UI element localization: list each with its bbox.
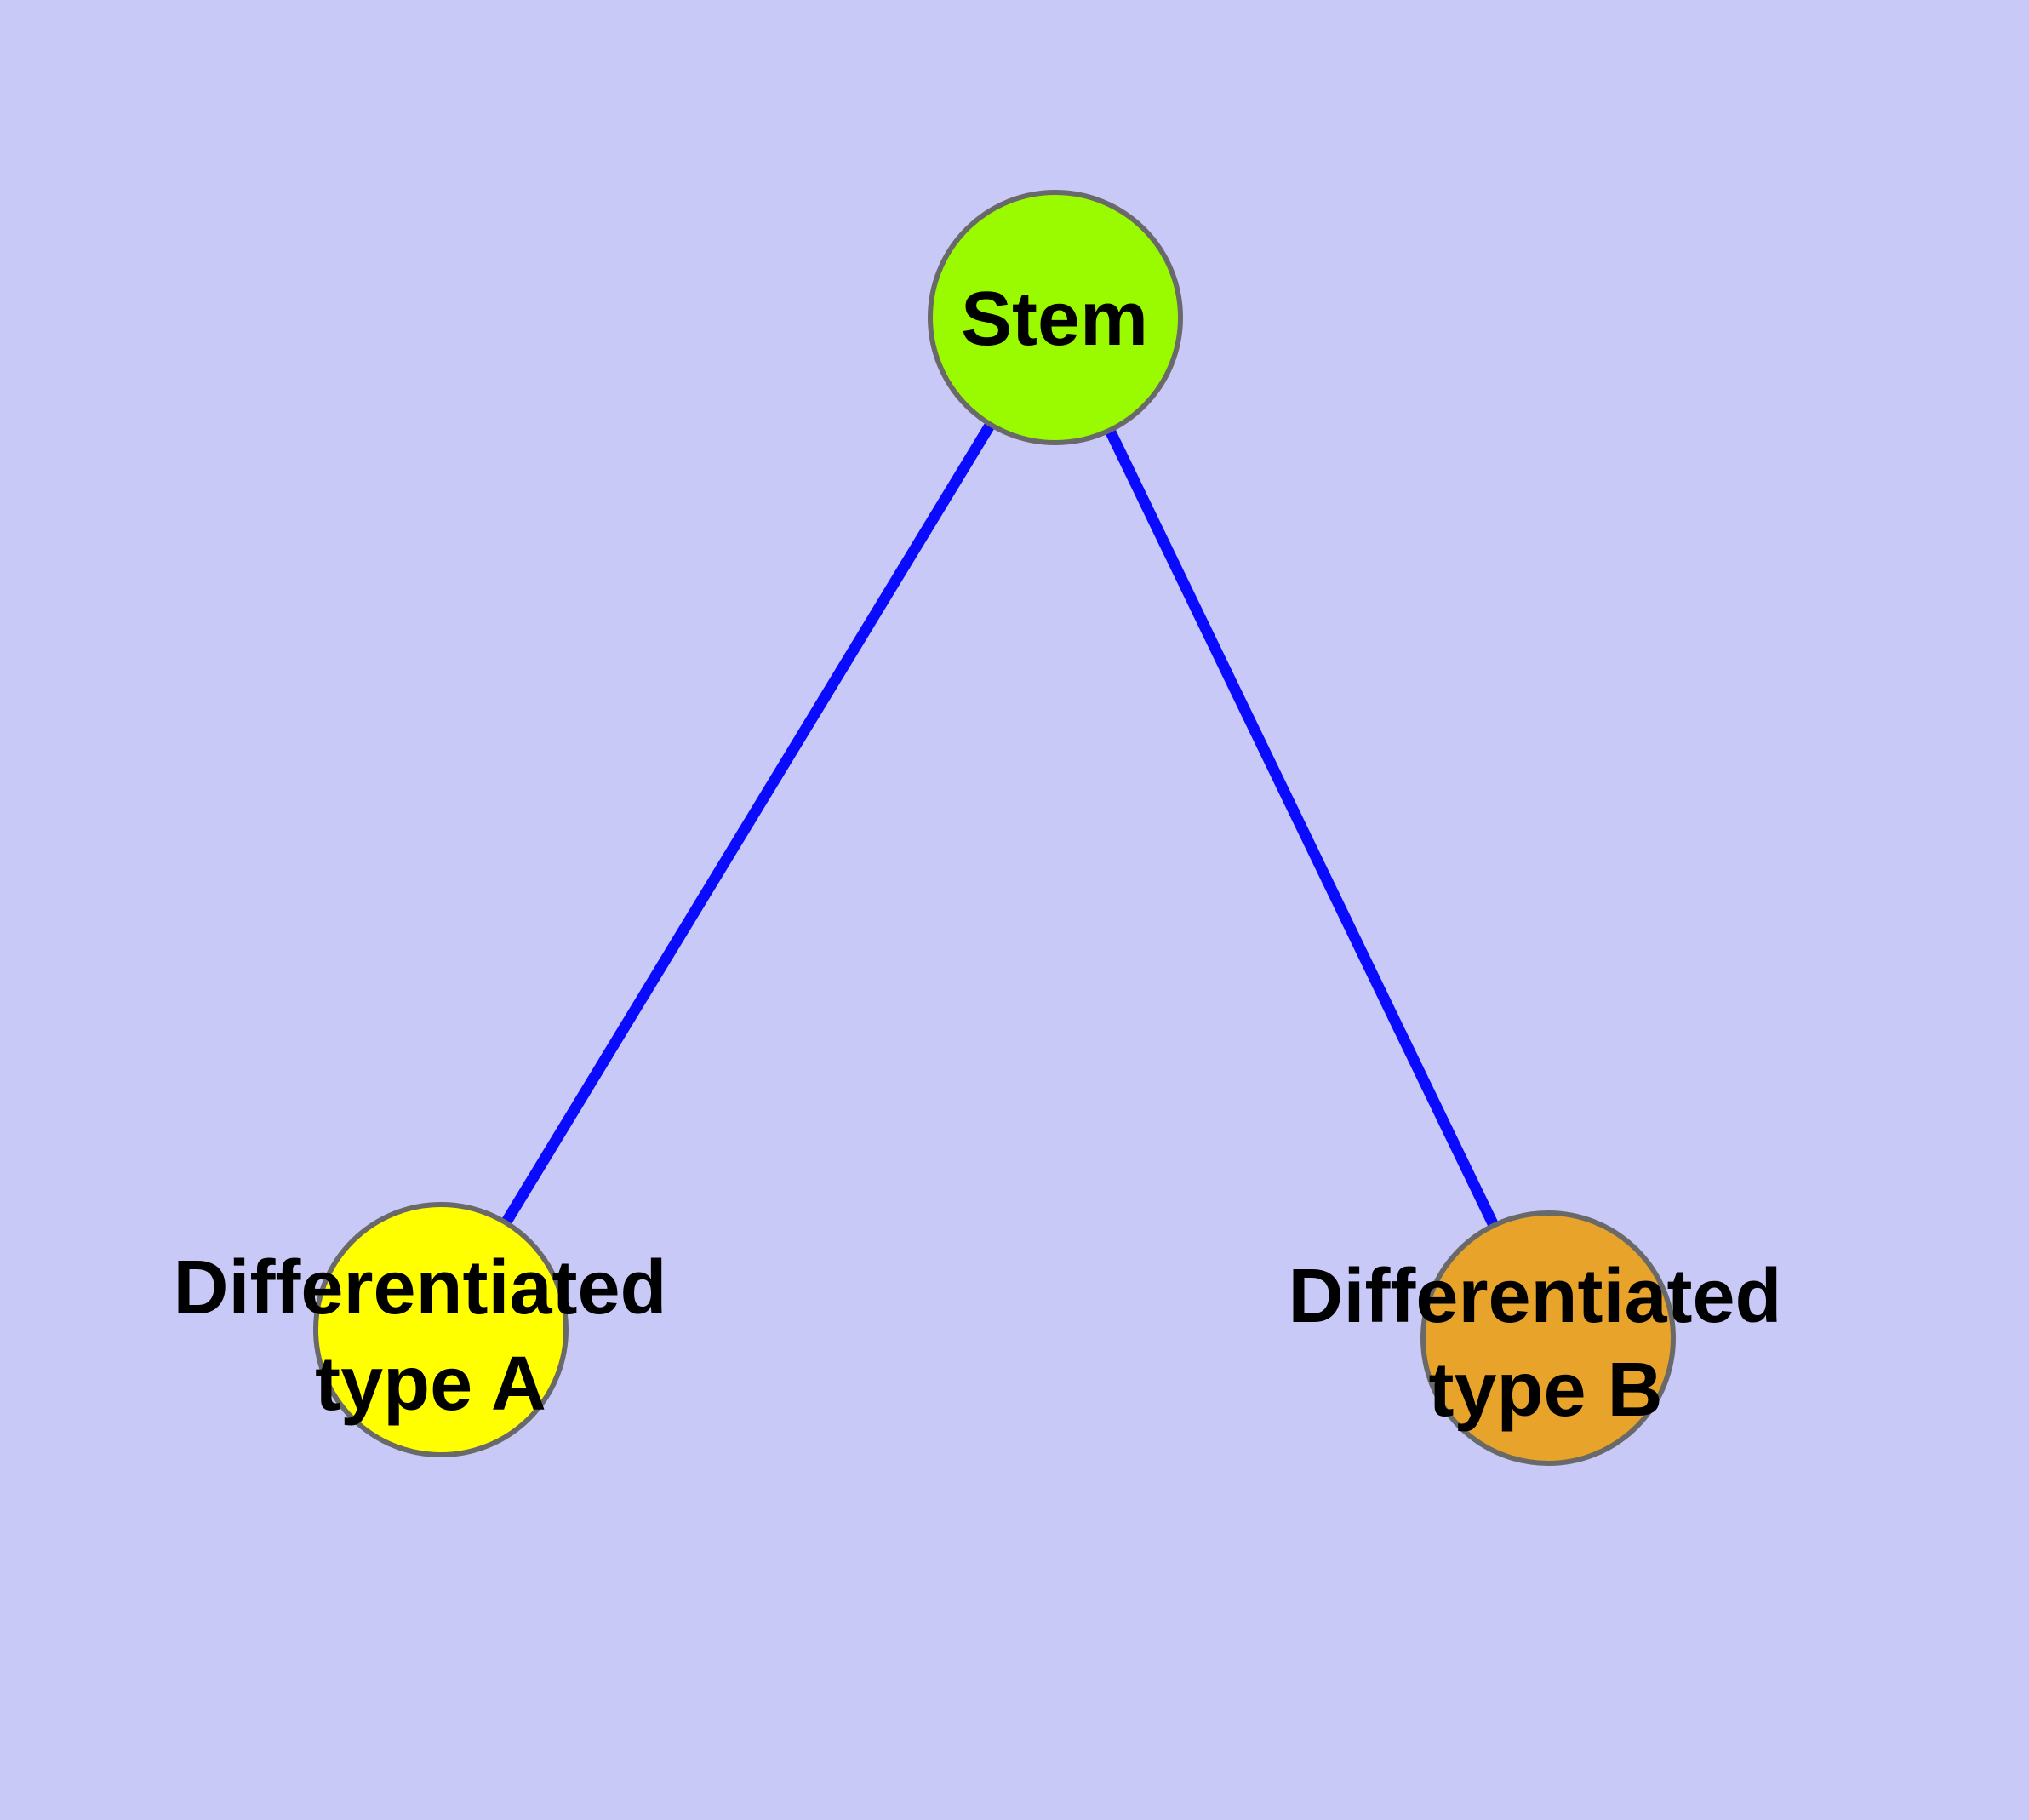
edge-stem-to-type-a [436, 314, 1060, 1333]
node-type-a-label-line1: Differentiated [173, 1245, 666, 1331]
node-type-b-label-line2: type B [1428, 1348, 1662, 1433]
node-type-b-label-line1: Differentiated [1288, 1254, 1781, 1339]
node-type-a-label: Differentiated type A [173, 1245, 688, 1427]
node-stem [928, 190, 1183, 445]
node-type-b-label: Differentiated type B [1288, 1254, 1803, 1433]
edge-stem-to-type-b [1050, 315, 1553, 1341]
node-differentiated-type-a [313, 1202, 569, 1457]
node-type-a-label-line2: type A [315, 1342, 546, 1427]
node-stem-label: Stem [961, 277, 1148, 362]
node-differentiated-type-b [1420, 1210, 1676, 1466]
